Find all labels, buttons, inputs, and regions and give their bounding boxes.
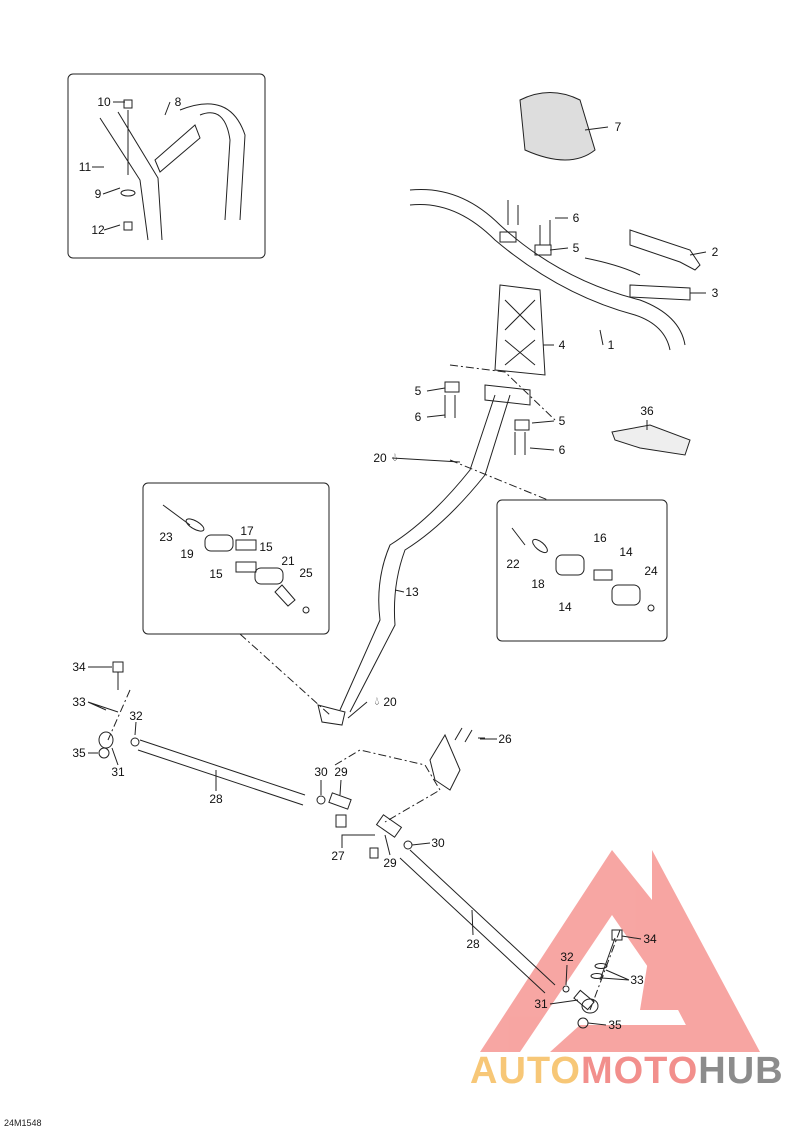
callout-label: 36 (640, 404, 654, 418)
callout-label: 10 (97, 95, 111, 109)
callout-label: 24 (644, 564, 658, 578)
callout-label: 3 (711, 286, 719, 300)
callout-label: 32 (129, 709, 143, 723)
callout-label: 25 (299, 566, 313, 580)
callout-label: 19 (180, 547, 194, 561)
callout-label: 21 (281, 554, 295, 568)
watermark-part: MOTO (580, 1050, 699, 1092)
callout-label: 15 (259, 540, 273, 554)
callout-label: 17 (240, 524, 254, 538)
callout-label: 31 (534, 997, 548, 1011)
callout-label: 5 (414, 384, 422, 398)
callout-label: 28 (209, 792, 223, 806)
callout-label: 15 (209, 567, 223, 581)
callout-label: 20 (383, 695, 397, 709)
callout-label: 35 (72, 746, 86, 760)
callout-label: 12 (91, 223, 105, 237)
callout-label: 28 (466, 937, 480, 951)
callout-label: 2 (711, 245, 719, 259)
watermark-text: AUTOMOTOHUB (470, 1050, 784, 1093)
callout-label: 14 (558, 600, 572, 614)
drop-icon: 💧︎ (374, 695, 380, 708)
callout-label: 4 (558, 338, 566, 352)
callout-label: 31 (111, 765, 125, 779)
callout-label: 35 (608, 1018, 622, 1032)
watermark-logo (480, 850, 760, 1052)
inset-box-right-rod-end (496, 499, 668, 642)
callout-label: 9 (94, 187, 102, 201)
callout-label: 20 (373, 451, 387, 465)
callout-label: 5 (572, 241, 580, 255)
callout-label: 33 (630, 973, 644, 987)
callout-label: 16 (593, 531, 607, 545)
watermark-part: AUTO (470, 1050, 581, 1092)
diagram-code: 24M1548 (4, 1118, 42, 1128)
callout-label: 1 (607, 338, 615, 352)
callout-label: 23 (159, 530, 173, 544)
callout-label: 30 (431, 836, 445, 850)
callout-label: 32 (560, 950, 574, 964)
inset-box-left-rod-end (142, 482, 330, 635)
callout-label: 26 (498, 732, 512, 746)
inset-box-handlebar-clamp (67, 73, 266, 259)
callout-label: 29 (334, 765, 348, 779)
callout-label: 11 (78, 160, 92, 174)
callout-label: 18 (531, 577, 545, 591)
callout-label: 30 (314, 765, 328, 779)
callout-label: 7 (614, 120, 622, 134)
callout-label: 34 (72, 660, 86, 674)
callout-label: 6 (414, 410, 422, 424)
callout-label: 29 (383, 856, 397, 870)
callout-label: 27 (331, 849, 345, 863)
callout-label: 22 (506, 557, 520, 571)
callout-label: 13 (405, 585, 419, 599)
drop-icon: 💧︎ (392, 451, 398, 464)
callout-label: 6 (558, 443, 566, 457)
watermark-part: HUB (698, 1050, 784, 1092)
callout-label: 6 (572, 211, 580, 225)
callout-label: 8 (174, 95, 182, 109)
callout-label: 5 (558, 414, 566, 428)
callout-label: 34 (643, 932, 657, 946)
callout-label: 14 (619, 545, 633, 559)
callout-label: 33 (72, 695, 86, 709)
